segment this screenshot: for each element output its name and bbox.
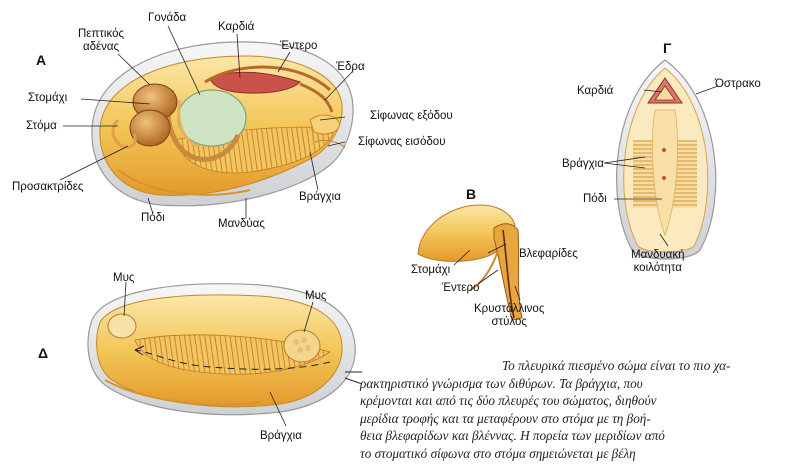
label-mantle-cavity: Μανδυακή κοιλότητα bbox=[631, 249, 684, 275]
caption-line-6: το στοματικό σίφωνα στο στόμα σημειώνετα… bbox=[360, 445, 806, 463]
label-palps: Προσακτρίδες bbox=[12, 181, 83, 194]
label-foot-a: Πόδι bbox=[141, 212, 165, 225]
label-stomach-b: Στομάχι bbox=[411, 264, 450, 277]
label-inhalant-siphon: Σίφωνας εισόδου bbox=[358, 136, 446, 149]
label-digestive-gland: Πεπτικός αδένας bbox=[78, 28, 124, 54]
caption-line-1: Το πλευρικά πιεσμένο σώμα είναι το πιο χ… bbox=[360, 357, 806, 375]
label-muscle-left: Μυς bbox=[113, 272, 134, 285]
caption-line-5: θεια βλεφαρίδων και βλέννας. Η πορεία τω… bbox=[360, 427, 806, 445]
label-cilia: Βλεφαρίδες bbox=[519, 248, 578, 261]
label-shell: Όστρακο bbox=[715, 78, 761, 91]
label-muscle-right: Μυς bbox=[305, 290, 326, 303]
label-anus: Έδρα bbox=[336, 61, 365, 74]
panel-letter-b: Β bbox=[466, 186, 476, 202]
label-heart-c: Καρδιά bbox=[577, 85, 613, 98]
label-gills-c: Βράγχια bbox=[562, 158, 604, 171]
label-intestine-a: Έντερο bbox=[280, 40, 317, 53]
caption-line-2: ρακτηριστικό γνώρισμα των διθύρων. Τα βρ… bbox=[360, 375, 806, 393]
panel-letter-d: Δ bbox=[38, 345, 48, 361]
caption-line-3: κρέμονται και από τις δύο πλευρές του σώ… bbox=[360, 392, 806, 410]
label-mantle: Μανδύας bbox=[218, 218, 265, 231]
label-foot-c: Πόδι bbox=[583, 193, 607, 206]
label-mouth: Στόμα bbox=[26, 120, 57, 133]
label-gonad: Γονάδα bbox=[148, 12, 186, 25]
label-heart-a: Καρδιά bbox=[218, 21, 254, 34]
figure-caption: Το πλευρικά πιεσμένο σώμα είναι το πιο χ… bbox=[360, 357, 806, 462]
panel-d-filtering-clam bbox=[88, 284, 362, 415]
label-exhalant-siphon: Σίφωνας εξόδου bbox=[370, 110, 453, 123]
panel-letter-c: Γ bbox=[663, 40, 671, 56]
panel-letter-a: Α bbox=[36, 52, 46, 68]
caption-line-4: μερίδια τροφής και τα μεταφέρουν στο στό… bbox=[360, 410, 806, 428]
label-stomach-a: Στομάχι bbox=[28, 92, 67, 105]
label-gills-d: Βράγχια bbox=[260, 430, 302, 443]
label-intestine-b: Έντερο bbox=[442, 282, 479, 295]
label-gills-a: Βράγχια bbox=[299, 191, 341, 204]
panel-c-cross-section bbox=[617, 60, 716, 259]
label-crystalline-style: Κρυστάλλινος στύλος bbox=[474, 303, 544, 329]
